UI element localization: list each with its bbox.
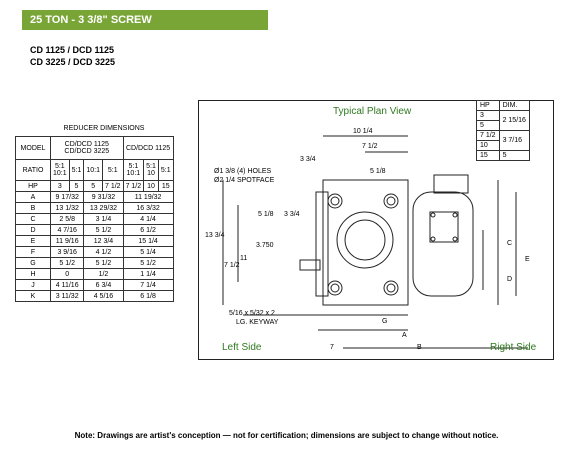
trough-housing bbox=[322, 179, 409, 306]
screw-bore bbox=[336, 211, 394, 269]
bolt-hole bbox=[327, 280, 343, 296]
dim-label: 11 bbox=[240, 255, 248, 262]
dim-label: B bbox=[417, 344, 422, 351]
table-row: HP 3 5 5 7 1/2 7 1/2 10 15 bbox=[15, 180, 174, 192]
plan-view-title: Typical Plan View bbox=[333, 106, 412, 117]
reducer-cap bbox=[433, 174, 469, 194]
dim-header: DIM. bbox=[498, 100, 530, 111]
model-line-2: CD 3225 / DCD 3225 bbox=[30, 57, 116, 67]
dim-label: 3 3/4 bbox=[300, 156, 316, 163]
plan-view-drawing bbox=[222, 135, 528, 349]
title-banner: 25 TON - 3 3/8" SCREW bbox=[22, 10, 268, 30]
bolt-hole bbox=[327, 193, 343, 209]
ratio-cell: 10:1 bbox=[83, 159, 103, 181]
group-a-line-1: CD/DCD 1125 bbox=[64, 141, 109, 148]
dim-label: A bbox=[402, 332, 407, 339]
left-side-label: Left Side bbox=[222, 342, 262, 353]
keyway-note-1: 5/16 x 5/32 x 2 bbox=[229, 310, 275, 317]
model-line-1: CD 1125 / DCD 1125 bbox=[30, 45, 115, 55]
dim-label: C bbox=[507, 240, 513, 247]
ratio-cell: 5:1 bbox=[68, 159, 85, 181]
holes-note-2: Ø2 1/4 SPOTFACE bbox=[214, 177, 275, 184]
dim-label: G bbox=[382, 318, 388, 325]
dim-label: 13 3/4 bbox=[205, 232, 225, 239]
hp-header: HP bbox=[476, 100, 500, 111]
drawing-frame bbox=[198, 100, 554, 360]
dim-label: 5 1/8 bbox=[258, 211, 274, 218]
dim-label: 3.750 bbox=[256, 242, 274, 249]
reducer-body bbox=[412, 191, 474, 297]
bolt-hole bbox=[383, 280, 399, 296]
dim-label: 7 1/2 bbox=[362, 143, 378, 150]
holes-note-1: Ø1 3/8 (4) HOLES bbox=[214, 168, 272, 175]
dim-label: 3 3/4 bbox=[284, 211, 300, 218]
disclaimer-note: Note: Drawings are artist's conception —… bbox=[74, 431, 499, 440]
dim-label: 5 1/8 bbox=[370, 168, 386, 175]
ratio-cell: 5:1 bbox=[101, 159, 124, 181]
model-list: CD 1125 / DCD 1125 CD 3225 / DCD 3225 bbox=[30, 44, 115, 68]
dim-label: 7 bbox=[330, 344, 334, 351]
dim-label: 10 1/4 bbox=[353, 128, 373, 135]
input-shaft bbox=[299, 259, 321, 271]
reducer-table-title: REDUCER DIMENSIONS bbox=[63, 125, 145, 132]
bolt-hole bbox=[383, 193, 399, 209]
dim-label: D bbox=[507, 276, 513, 283]
reducer-dimensions-table: MODEL CD/DCD 1125 CD/DCD 3225 CD/DCD 112… bbox=[15, 136, 174, 302]
group-a-line-2: CD/DCD 3225 bbox=[64, 148, 110, 155]
group-a-header: CD/DCD 1125 CD/DCD 3225 bbox=[50, 136, 124, 160]
keyway-note-2: LG. KEYWAY bbox=[236, 319, 279, 326]
model-header: MODEL bbox=[15, 136, 51, 160]
left-flange bbox=[315, 191, 329, 297]
ratio-cell: 5:1 bbox=[157, 159, 174, 181]
group-b-header: CD/DCD 1125 bbox=[122, 136, 174, 160]
motor-plate bbox=[429, 211, 459, 243]
right-side-label: Right Side bbox=[490, 342, 537, 353]
dim-label: E bbox=[525, 256, 530, 263]
ratio-header: RATIO bbox=[15, 159, 51, 181]
dim-label: 7 1/2 bbox=[224, 262, 240, 269]
